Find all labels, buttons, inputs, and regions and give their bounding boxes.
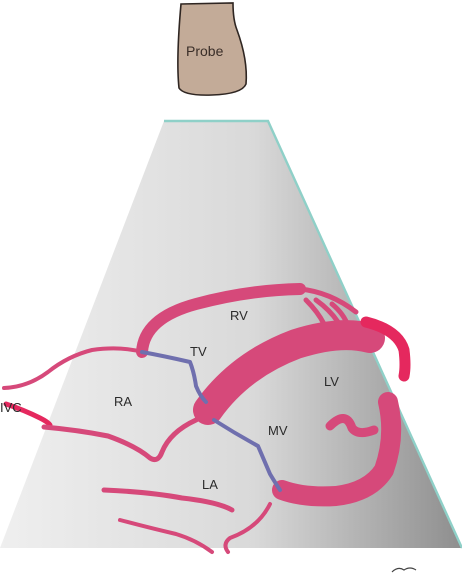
lv-lateral-wall [272,392,402,507]
ivc-wall-lower [3,401,53,428]
tv-label: TV [190,344,207,359]
interventricular-septum [193,320,385,425]
corner-mark [391,567,417,573]
la-lower-wall [118,518,214,554]
ra-label: RA [114,394,132,409]
heart-walls [2,283,411,554]
rv-free-wall [136,283,306,358]
labels: RV TV LV RA IVC MV LA [0,308,339,492]
ivc-label: IVC [0,400,22,415]
la-label: LA [202,477,218,492]
rv-apex-trabeculae [297,286,359,329]
probe-label: Probe [186,43,224,59]
ivc-wall-upper [2,346,144,390]
lv-apex-wall [360,316,411,382]
tricuspid-valve [140,350,208,404]
valves [140,350,282,492]
lv-label: LV [324,374,339,389]
la-upper-wall [101,487,235,513]
probe-body [177,2,248,96]
probe: Probe [177,2,248,96]
rv-label: RV [230,308,248,323]
la-posterior-wall [223,502,272,554]
mitral-valve [212,418,282,492]
mv-label: MV [268,423,288,438]
lv-papillary-muscle [325,414,379,438]
